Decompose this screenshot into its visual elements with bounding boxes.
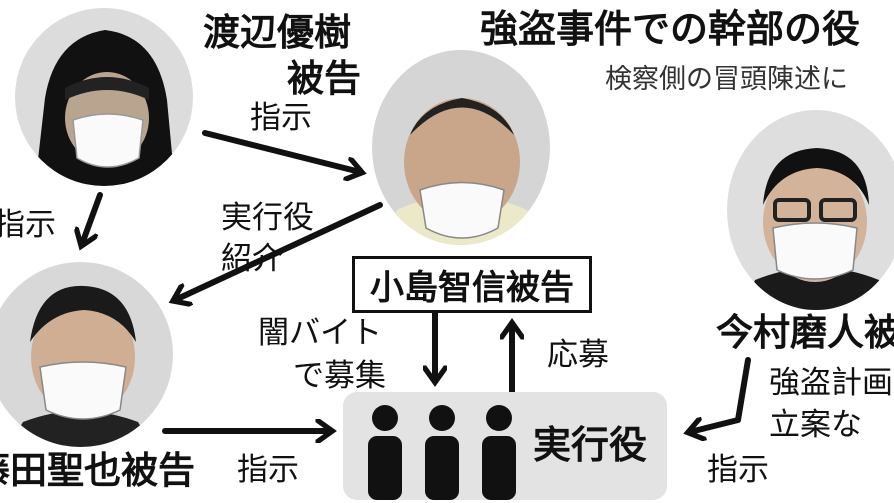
- imamura-name: 今村磨人被: [716, 311, 894, 354]
- kojima-name-box: 小島智信被告: [352, 256, 592, 313]
- label-watanabe-to-fujita: 指示: [0, 207, 56, 243]
- kojima-photo: [372, 50, 550, 245]
- label-apply: 応募: [547, 337, 609, 373]
- fujita-name: 藤田聖也被告: [0, 449, 195, 492]
- watanabe-photo: [15, 8, 193, 186]
- label-kojima-to-fujita-line2: 紹介: [221, 241, 283, 277]
- imamura-role-line2: 立案な: [769, 407, 862, 443]
- watanabe-name-line1: 渡辺優樹: [203, 11, 351, 54]
- executor-group-box: 実行役: [343, 392, 667, 500]
- label-imamura-to-group: 指示: [707, 452, 769, 488]
- arrow-watanabe-to-kojima: [202, 130, 360, 172]
- arrow-imamura-to-group: [690, 357, 751, 432]
- executor-group-label: 実行役: [533, 423, 648, 467]
- arrow-watanabe-to-fujita: [82, 192, 103, 244]
- label-recruit-line2: で募集: [293, 358, 386, 394]
- people-icon: [368, 405, 516, 500]
- watanabe-name-line2: 被告: [287, 57, 361, 100]
- label-fujita-to-group: 指示: [237, 452, 299, 488]
- arrow-kojima-to-fujita: [175, 202, 383, 300]
- diagram-title: 強盗事件での幹部の役: [480, 7, 861, 51]
- label-kojima-to-fujita-line1: 実行役: [221, 200, 314, 236]
- label-recruit-line1: 闇バイト: [258, 315, 382, 351]
- fujita-photo: [0, 262, 173, 447]
- diagram-subtitle: 検察側の冒頭陳述に: [605, 64, 848, 95]
- kojima-name: 小島智信被告: [370, 268, 574, 308]
- label-watanabe-to-kojima: 指示: [250, 100, 312, 136]
- imamura-photo: [727, 110, 894, 310]
- imamura-role-line1: 強盗計画: [769, 365, 893, 401]
